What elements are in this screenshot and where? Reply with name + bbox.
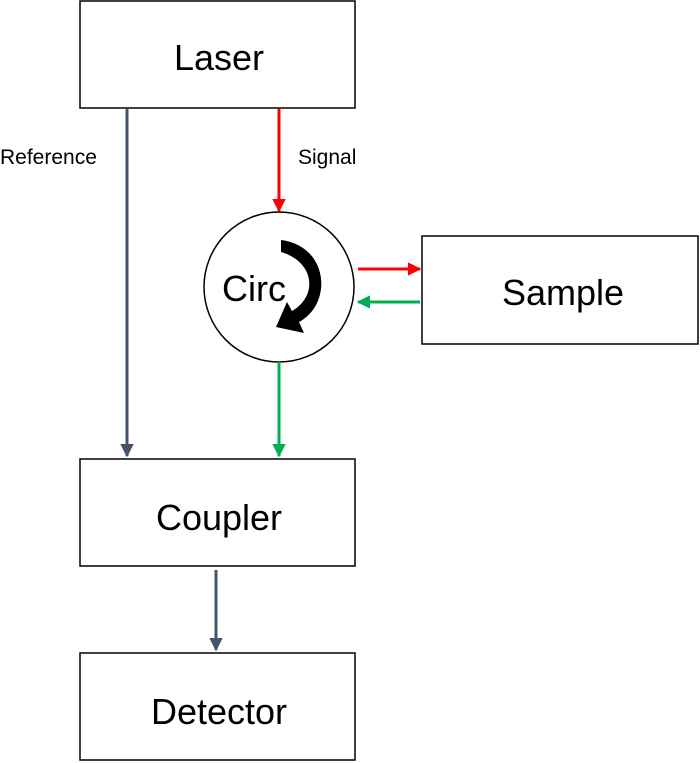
circ-node: Circ [203, 211, 355, 363]
laser-label: Laser [174, 37, 264, 78]
coupler-node: Coupler [79, 458, 356, 567]
detector-node: Detector [79, 652, 356, 761]
reference-label: Reference [0, 146, 97, 169]
reference-edge: Reference [0, 109, 134, 458]
circ-label: Circ [222, 268, 286, 309]
coupler-box [79, 458, 356, 567]
detector-box [79, 652, 356, 761]
sample-box [421, 235, 699, 345]
circulator-arrow-icon [276, 240, 322, 333]
laser-box [79, 0, 356, 109]
signal-edge: Signal [272, 109, 356, 213]
laser-node: Laser [79, 0, 356, 109]
detector-label: Detector [151, 691, 287, 732]
sample-label: Sample [502, 272, 624, 313]
coupler-label: Coupler [156, 497, 282, 538]
signal-label: Signal [298, 146, 356, 169]
sample-node: Sample [421, 235, 699, 345]
